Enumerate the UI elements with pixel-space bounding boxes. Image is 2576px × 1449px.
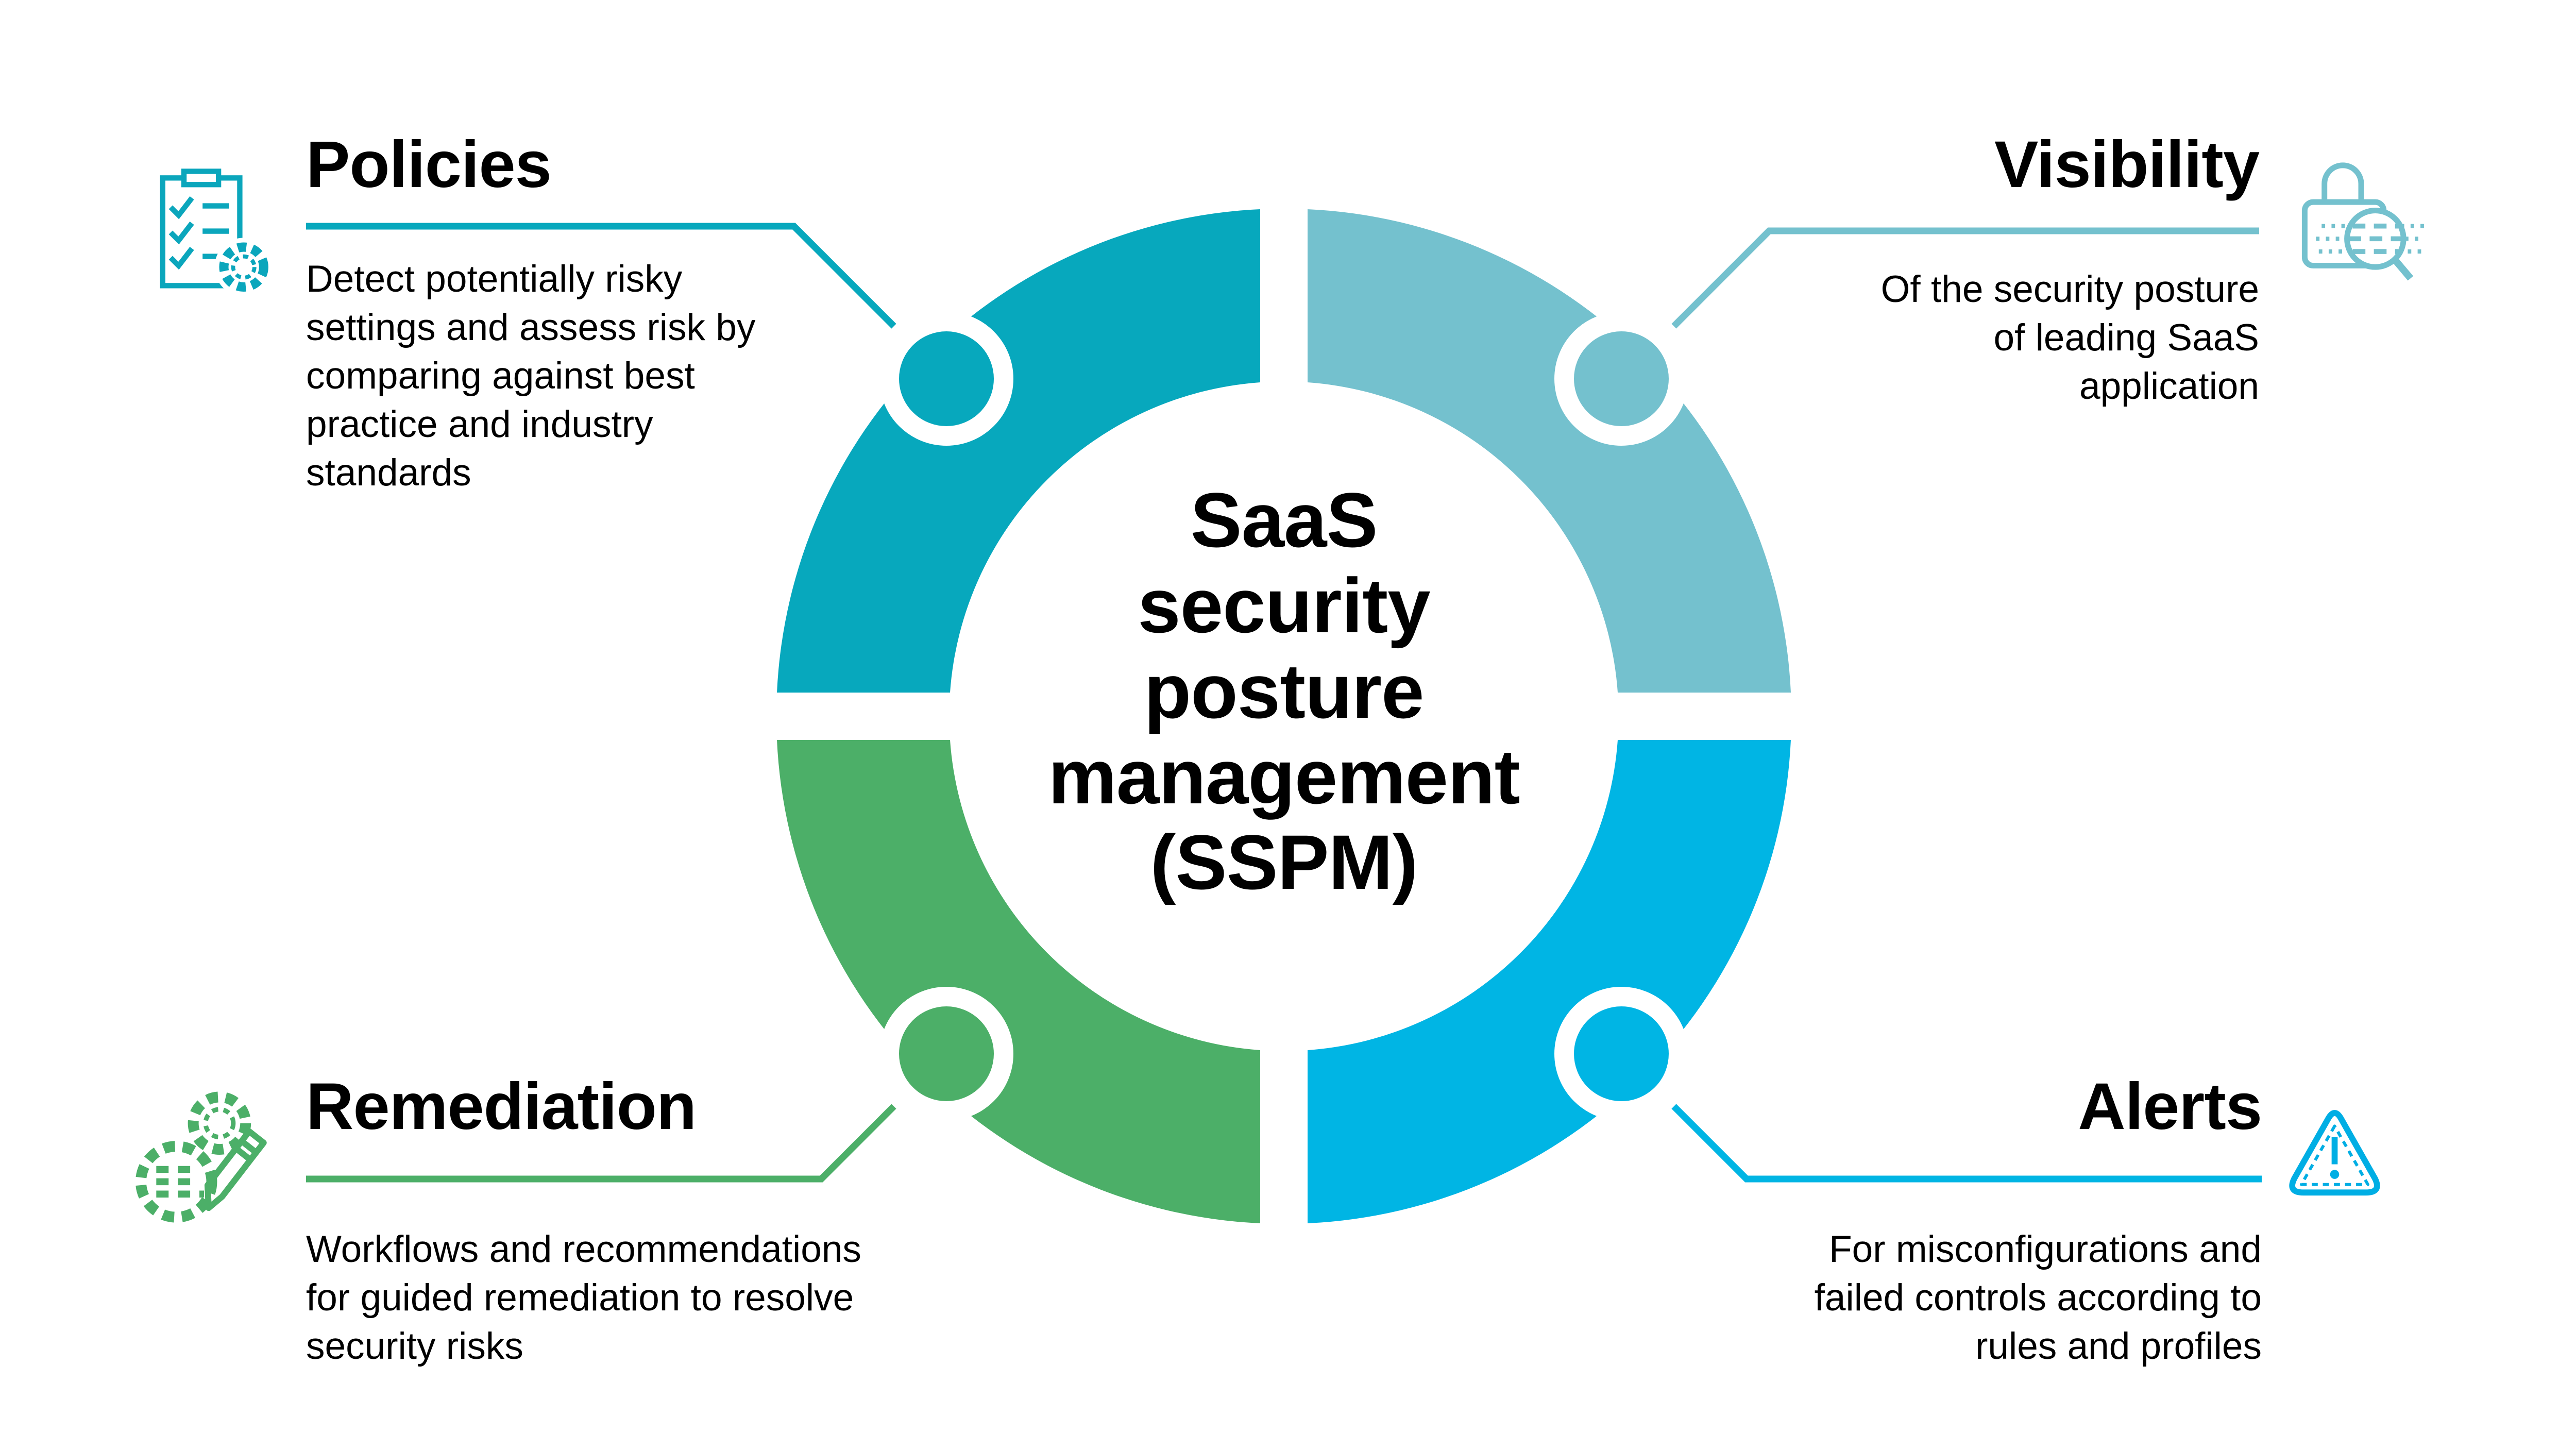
donut-quadrant-policies: [777, 209, 1260, 693]
donut-quadrant-remediation: [777, 740, 1260, 1223]
remediation-description: Workflows and recommendations for guided…: [306, 1228, 861, 1367]
clipboard-checklist-icon: [160, 169, 273, 296]
visibility-node: [1554, 312, 1688, 446]
alerts-description: For misconfigurations and failed control…: [1814, 1228, 2262, 1367]
visibility-title: Visibility: [1994, 128, 2260, 201]
remediation-connector-line: [306, 1104, 896, 1183]
alerts-title: Alerts: [2078, 1070, 2262, 1143]
policies-connector-line: [306, 223, 896, 329]
center-title: SaaS security posture management (SSPM): [1048, 477, 1520, 905]
gears-pencil-icon: [135, 1091, 267, 1223]
remediation-title: Remediation: [306, 1070, 697, 1143]
policies-node: [879, 312, 1013, 446]
padlock-magnifier-icon: [2301, 162, 2425, 281]
policies-description: Detect potentially risky settings and as…: [306, 258, 756, 494]
visibility-description: Of the security posture of leading SaaS …: [1880, 268, 2259, 407]
visibility-connector-line: [1671, 227, 2259, 329]
remediation-node: [879, 987, 1013, 1121]
donut-quadrant-visibility: [1308, 209, 1791, 693]
warning-triangle-icon: [2289, 1110, 2380, 1196]
policies-title: Policies: [306, 128, 552, 201]
alerts-node: [1554, 987, 1688, 1121]
alerts-connector-line: [1671, 1104, 2262, 1183]
donut-quadrant-alerts: [1308, 740, 1791, 1223]
